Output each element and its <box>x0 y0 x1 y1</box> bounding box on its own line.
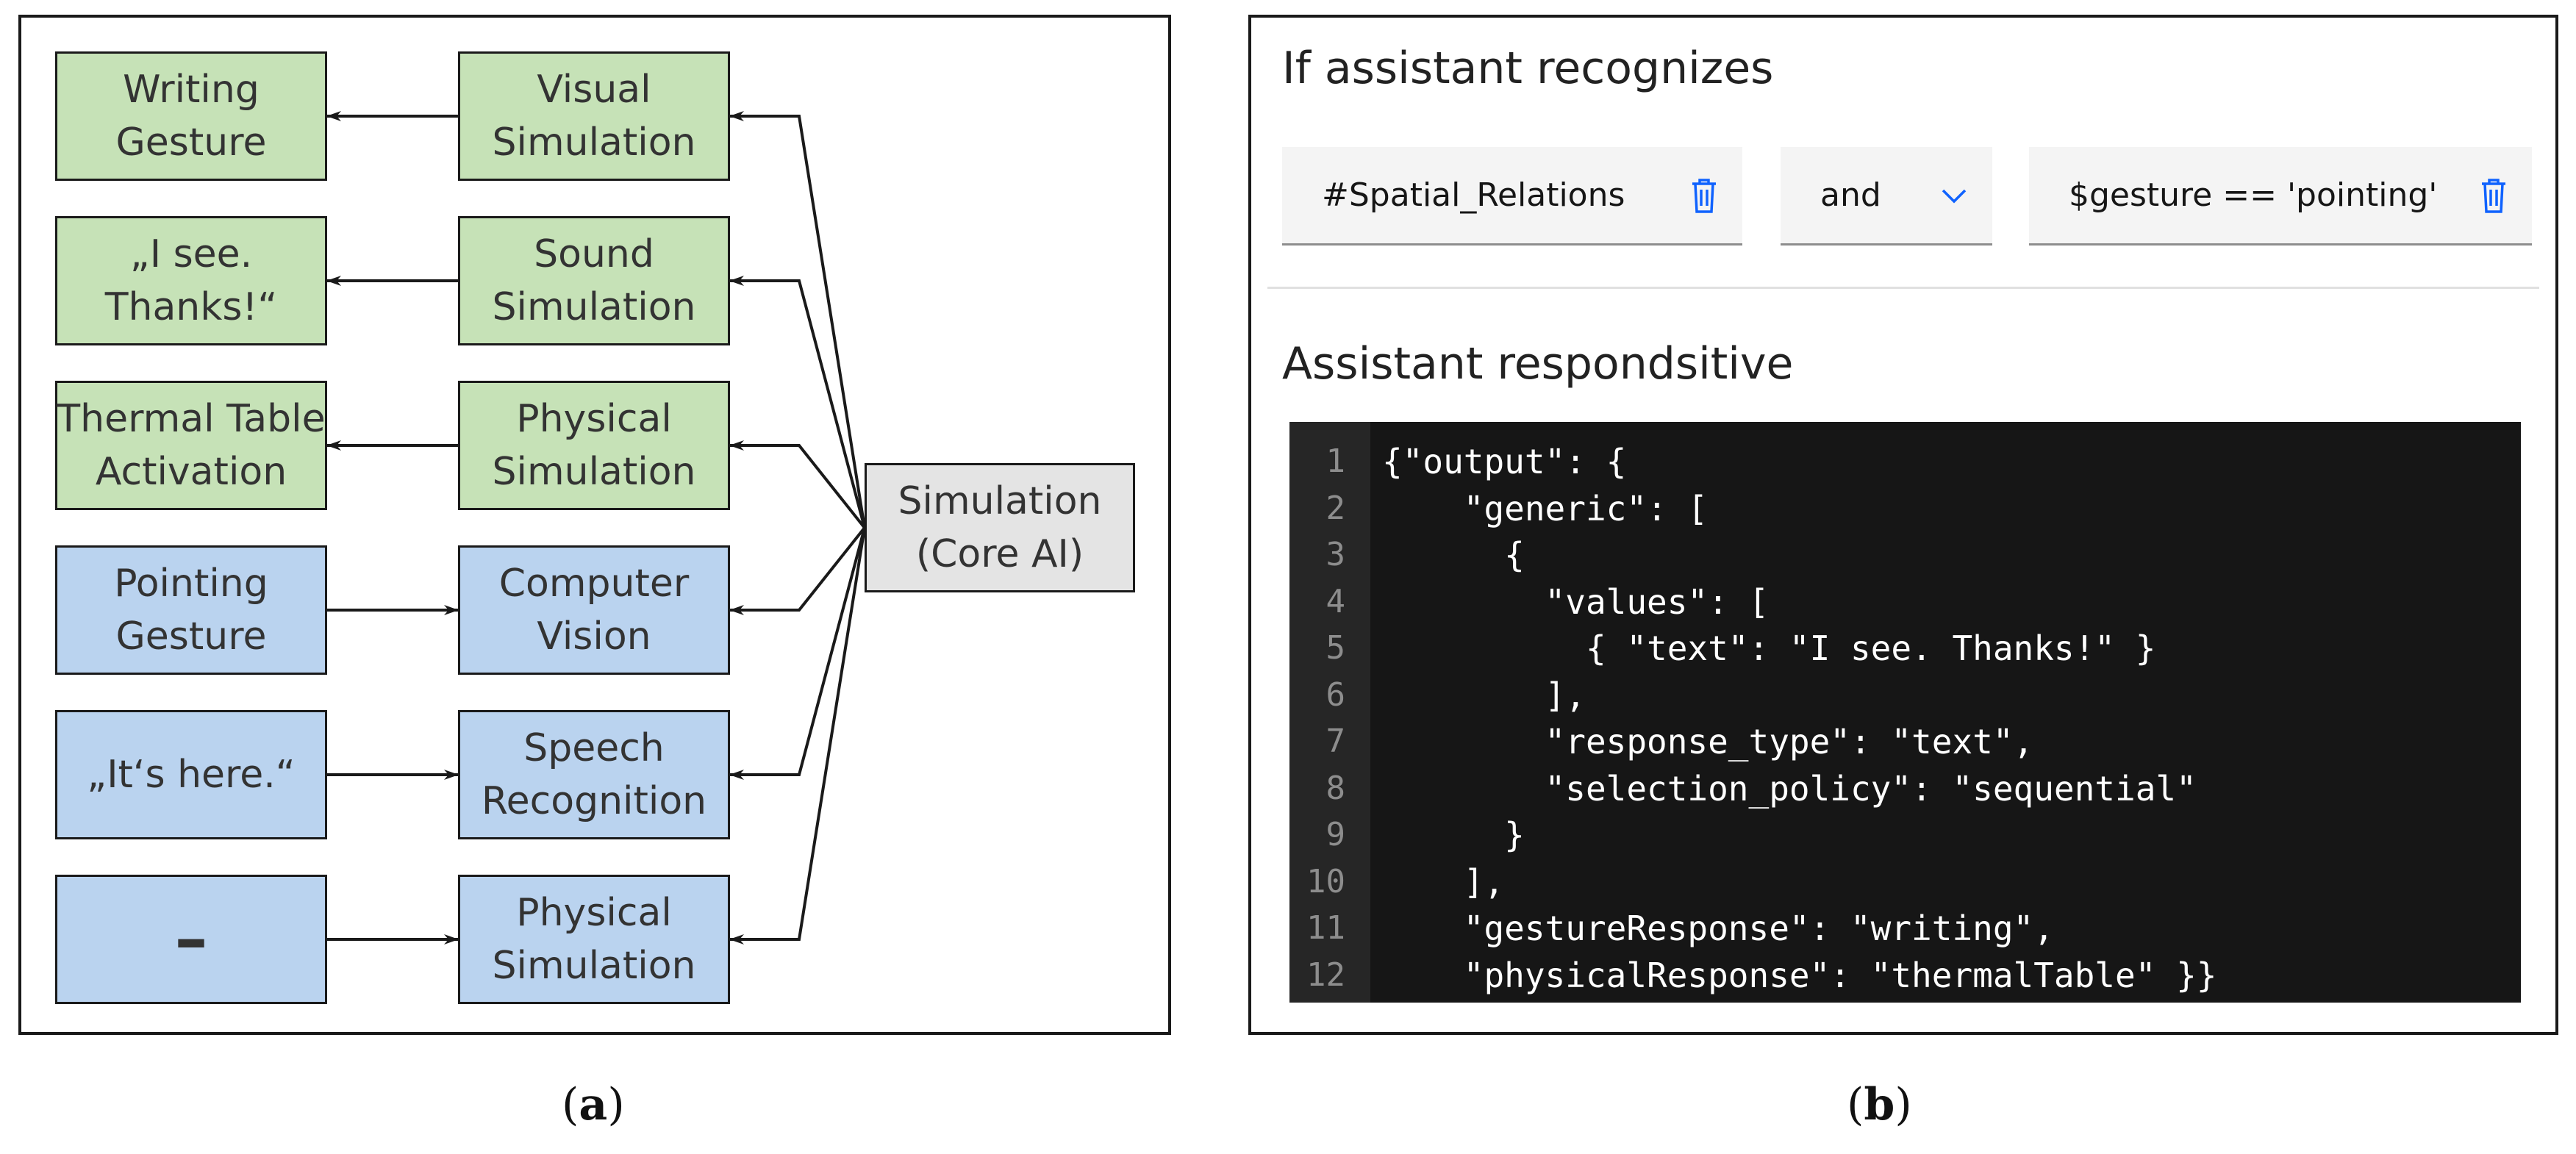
row-1-mid-box-line-2: Simulation <box>492 121 696 165</box>
row-3-mid-box-line-1: Physical <box>516 397 672 441</box>
hub-arrow-row-4 <box>729 526 866 615</box>
row-3-left-box-line-2: Activation <box>95 450 287 494</box>
row-4-left-box-line-1: Pointing <box>114 562 268 606</box>
row-2-mid-box-line-1: Sound <box>534 232 654 276</box>
caption-b: (b) <box>1847 1079 1912 1130</box>
row-2-mid-box-line-2: Simulation <box>492 285 696 329</box>
hub-arrow-row-6 <box>729 527 866 945</box>
trash-icon[interactable] <box>1689 178 1719 215</box>
row-1-mid-box-line-1: Visual <box>537 68 651 112</box>
hub-line-2: (Core AI) <box>915 532 1084 576</box>
line-number: 3 <box>1325 536 1346 573</box>
row-1-left-box-line-2: Gesture <box>115 121 267 165</box>
code-line: "gestureResponse": "writing", <box>1382 908 2054 948</box>
intent-value: #Spatial_Relations <box>1322 176 1625 214</box>
row-2-left-box: „I see. Thanks!“ <box>55 216 327 345</box>
response-title: Assistant respondsitive <box>1282 338 1794 390</box>
hub-arrow-row-3 <box>729 440 866 529</box>
line-number: 1 <box>1325 442 1346 480</box>
code-line: "generic": [ <box>1382 488 1709 528</box>
expression-condition-field[interactable]: $gesture == 'pointing' <box>2029 147 2532 246</box>
expression-value: $gesture == 'pointing' <box>2069 176 2438 214</box>
code-line: ], <box>1382 675 1586 715</box>
row-5-mid-box-line-2: Recognition <box>481 779 707 823</box>
line-number: 9 <box>1325 816 1346 853</box>
row-4-mid-box-line-2: Vision <box>537 614 651 659</box>
operator-dropdown[interactable]: and <box>1781 147 1992 246</box>
code-line: "values": [ <box>1382 581 1770 622</box>
row-3-left-box-line-1: Thermal Table <box>57 397 326 441</box>
code-line: { "text": "I see. Thanks!" } <box>1382 628 2156 668</box>
line-number: 6 <box>1325 675 1346 714</box>
code-line: {"output": { <box>1382 442 1627 481</box>
row-6-mid-box-line-2: Simulation <box>492 944 696 988</box>
row-4-left-box-line-2: Gesture <box>115 614 267 659</box>
caption-a: (a) <box>562 1079 625 1130</box>
trash-icon[interactable] <box>2479 178 2508 215</box>
caption-b-label: b <box>1864 1079 1895 1130</box>
row-2-left-box-line-2: Thanks!“ <box>104 285 278 329</box>
hub-arrow-row-2 <box>729 276 866 528</box>
code-line: ], <box>1382 861 1505 902</box>
row-5-left-box: „It‘s here.“ <box>55 710 327 839</box>
row-6-mid-box-line-1: Physical <box>516 891 672 935</box>
code-line: "response_type": "text", <box>1382 722 2034 761</box>
line-number: 2 <box>1325 489 1346 527</box>
chevron-down-icon <box>1942 189 1967 204</box>
row-6-left-box: – <box>55 875 327 1004</box>
line-number: 12 <box>1306 956 1345 994</box>
hub-line-1: Simulation <box>898 479 1102 523</box>
row-3-mid-box-line-2: Simulation <box>492 450 696 494</box>
row-6-left-box-line-1: – <box>174 900 208 978</box>
section-divider <box>1267 287 2539 289</box>
row-4-mid-box-line-1: Computer <box>498 562 690 606</box>
intent-condition-field[interactable]: #Spatial_Relations <box>1282 147 1742 246</box>
caption-a-label: a <box>579 1079 608 1130</box>
row-5-mid-box-line-1: Speech <box>523 726 665 770</box>
code-line: { <box>1382 535 1525 575</box>
line-number: 7 <box>1325 723 1346 760</box>
line-number: 5 <box>1325 629 1346 667</box>
row-1-left-box-line-1: Writing <box>123 68 260 112</box>
hub-arrow-row-1 <box>729 111 866 528</box>
hub-arrow-row-5 <box>729 527 866 780</box>
assistant-panel-b: If assistant recognizes #Spatial_Relatio… <box>1248 15 2558 1035</box>
code-line: "selection_policy": "sequential" <box>1382 768 2197 809</box>
condition-title: If assistant recognizes <box>1282 43 1774 94</box>
line-number: 10 <box>1306 862 1345 900</box>
code-line: } <box>1382 815 1525 855</box>
line-number: 4 <box>1325 582 1346 620</box>
row-5-left-box-line-1: „It‘s here.“ <box>87 753 296 797</box>
line-number: 8 <box>1325 769 1346 807</box>
operator-value: and <box>1820 176 1881 214</box>
row-2-left-box-line-1: „I see. <box>129 232 253 276</box>
line-number: 11 <box>1306 909 1345 947</box>
simulation-core-ai-hub: Simulation (Core AI) <box>865 463 1135 592</box>
code-line: "physicalResponse": "thermalTable" }} <box>1382 955 2217 995</box>
